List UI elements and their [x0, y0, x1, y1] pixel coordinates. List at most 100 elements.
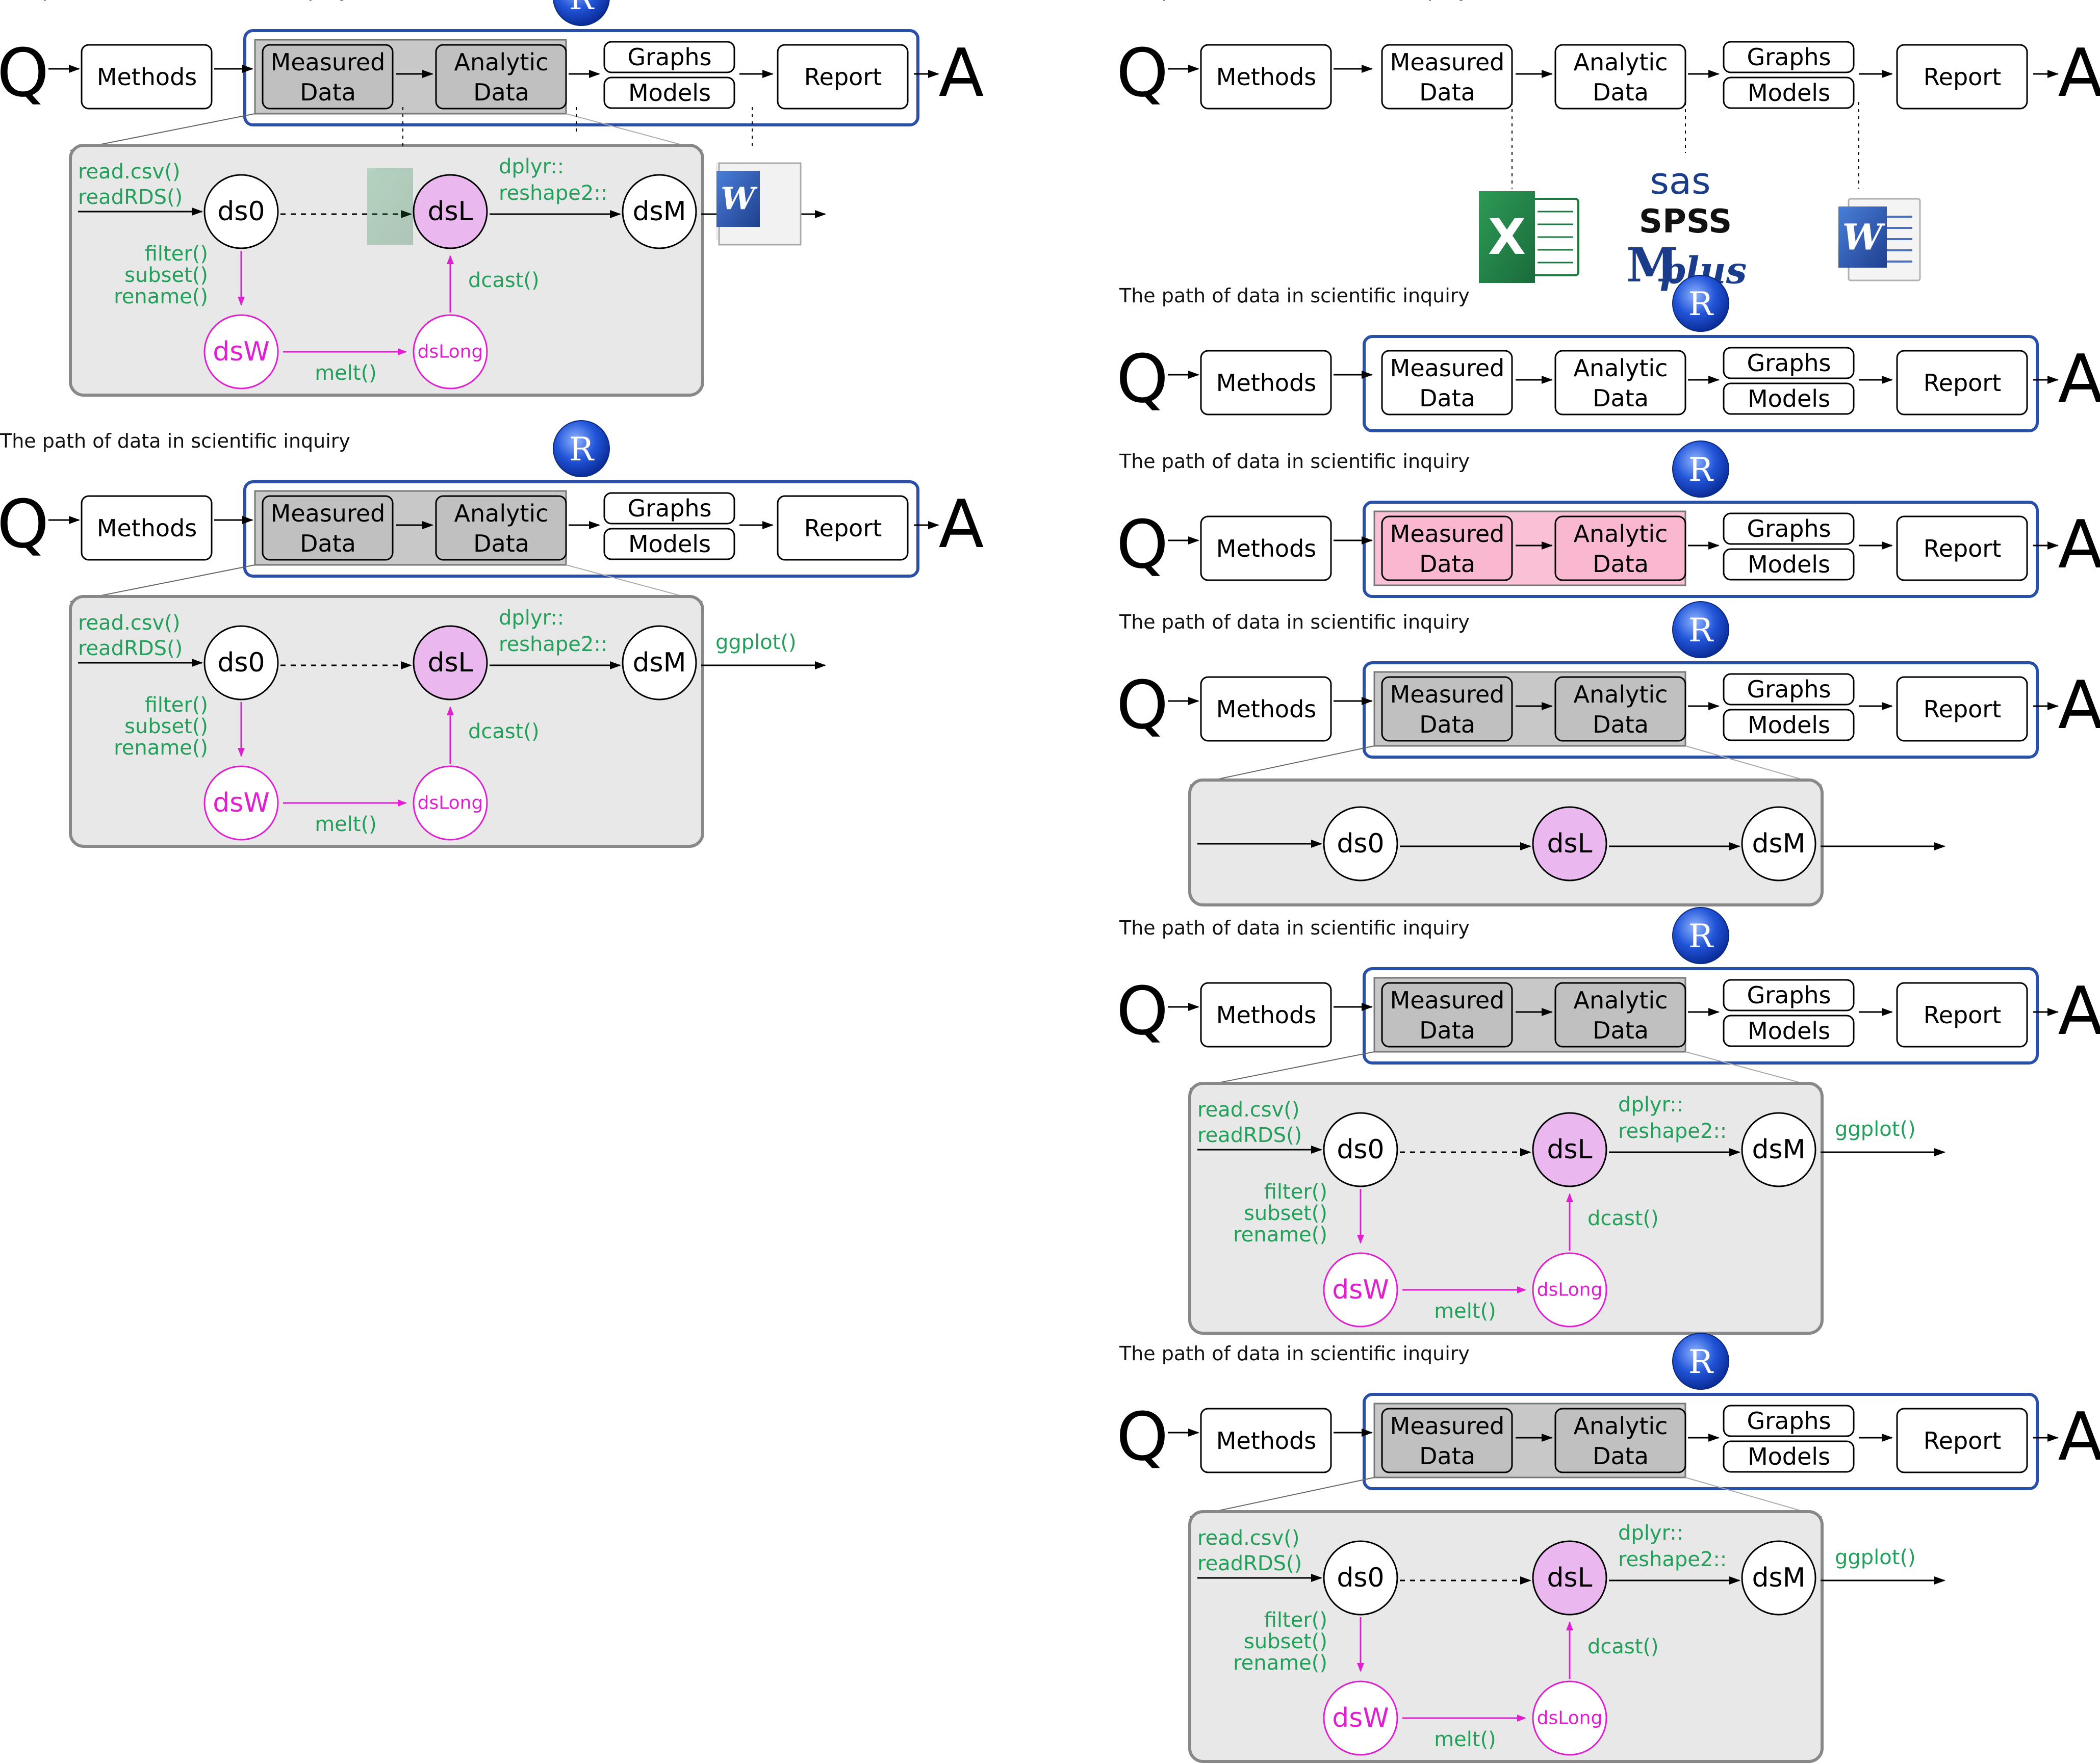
measured-label-line2: Data [1419, 550, 1475, 578]
r-scope-frame [1363, 501, 2039, 598]
ds0-label: ds0 [217, 647, 265, 678]
sas-logo: sas [1650, 160, 1710, 202]
methods-label: Methods [1216, 369, 1317, 397]
r-logo-icon [1672, 275, 1729, 332]
question-letter: Q [1116, 666, 1168, 744]
dsLong-label: dsLong [1537, 1708, 1603, 1729]
r-logo-letter: R [1688, 918, 1714, 955]
measured-label-line1: Measured [1390, 354, 1505, 382]
models-label: Models [1748, 551, 1830, 578]
word-letter: W [1842, 216, 1886, 258]
graphs-box [1723, 347, 1855, 379]
node-ds0 [1323, 806, 1398, 881]
dplyr-label: dplyr:: [1618, 1521, 1683, 1545]
report-box [1896, 350, 2028, 416]
analytic-label-line2: Data [1593, 1017, 1649, 1044]
r-scope-frame [1363, 661, 2039, 759]
ggplot-label: ggplot() [1835, 1546, 1916, 1569]
dsW-label: dsW [1332, 1275, 1389, 1305]
report-label: Report [1924, 535, 2002, 562]
analytic-label-line1: Analytic [1574, 1412, 1668, 1440]
models-label: Models [628, 79, 711, 107]
measured-label-line2: Data [1419, 1442, 1475, 1470]
read-rds-label: readRDS() [78, 637, 183, 660]
graphs-box [1723, 979, 1855, 1011]
graphs-box [603, 41, 735, 73]
subset-label: subset() [1244, 1630, 1327, 1653]
graphs-label: Graphs [1747, 676, 1831, 703]
answer-letter: A [2058, 666, 2100, 744]
r-logo-icon [1672, 440, 1729, 498]
report-label: Report [1924, 369, 2002, 397]
dsM-label: dsM [1752, 1134, 1806, 1165]
word-icon [1838, 206, 1887, 268]
subset-label: subset() [1244, 1202, 1327, 1225]
ds0-label: ds0 [1337, 1134, 1384, 1165]
node-dsL [1532, 1540, 1607, 1616]
filter-label: filter() [1264, 1180, 1327, 1204]
analytic-data-box [1554, 350, 1686, 416]
dsL-label: dsL [1547, 828, 1592, 859]
r-logo-letter: R [569, 431, 595, 469]
measured-data-box [1381, 44, 1513, 110]
report-box [777, 495, 909, 561]
report-box [777, 44, 909, 110]
methods-box [1200, 982, 1332, 1048]
models-label: Models [1748, 385, 1830, 412]
melt-label: melt() [1434, 1300, 1496, 1323]
rename-label: rename() [1233, 1651, 1327, 1675]
graphs-box [603, 492, 735, 525]
node-dsL [413, 625, 488, 701]
read-csv-label: read.csv() [78, 611, 181, 635]
analytic-data-box [1554, 676, 1686, 742]
report-label: Report [804, 63, 882, 91]
dsM-label: dsM [1752, 1563, 1806, 1593]
filter-label: filter() [145, 242, 208, 266]
question-letter: Q [1116, 1398, 1168, 1475]
excel-faded-icon [367, 168, 413, 245]
measured-data-box [262, 495, 394, 561]
answer-letter: A [2058, 34, 2100, 112]
read-rds-label: readRDS() [1197, 1552, 1302, 1575]
methods-label: Methods [97, 514, 197, 542]
node-dsLong [413, 314, 488, 390]
analytic-data-box [1554, 515, 1686, 581]
models-label: Models [1748, 79, 1830, 107]
dsLong-label: dsLong [418, 793, 483, 814]
question-letter: Q [1116, 506, 1168, 583]
models-box [1723, 1440, 1855, 1473]
dcast-label: dcast() [1587, 1635, 1659, 1658]
report-box [1896, 1408, 2028, 1473]
analytic-label-line1: Analytic [1574, 48, 1668, 76]
diagram-title: The path of data in scientific inquiry [1119, 284, 1470, 307]
read-rds-label: readRDS() [1197, 1124, 1302, 1147]
dsM-label: dsM [1752, 828, 1806, 859]
diagram-title: The path of data in scientific inquiry [0, 430, 350, 452]
node-ds0 [1323, 1112, 1398, 1187]
node-dsLong [1532, 1680, 1607, 1756]
dcast-label: dcast() [468, 269, 540, 292]
r-logo-icon [1672, 601, 1729, 658]
analytic-label-line1: Analytic [1574, 354, 1668, 382]
measured-label-line2: Data [1419, 79, 1475, 106]
report-label: Report [1924, 1001, 2002, 1029]
measured-label-line2: Data [300, 530, 356, 557]
analytic-label-line2: Data [1593, 1442, 1649, 1470]
methods-box [1200, 44, 1332, 110]
report-box [1896, 44, 2028, 110]
node-ds0 [203, 625, 279, 701]
r-scope-frame [243, 29, 919, 126]
measured-label-line1: Measured [1390, 681, 1505, 708]
methods-label: Methods [1216, 1001, 1317, 1029]
ds0-label: ds0 [1337, 1563, 1384, 1593]
node-dsM [1741, 1112, 1816, 1187]
answer-letter: A [2058, 1398, 2100, 1475]
methods-box [1200, 1408, 1332, 1473]
report-label: Report [804, 514, 882, 542]
question-letter: Q [1116, 340, 1168, 418]
r-logo-letter: R [569, 0, 595, 17]
diagram-title: The path of data in scientific inquiry [1119, 917, 1470, 939]
read-rds-label: readRDS() [78, 186, 183, 209]
node-dsL [1532, 1112, 1607, 1187]
